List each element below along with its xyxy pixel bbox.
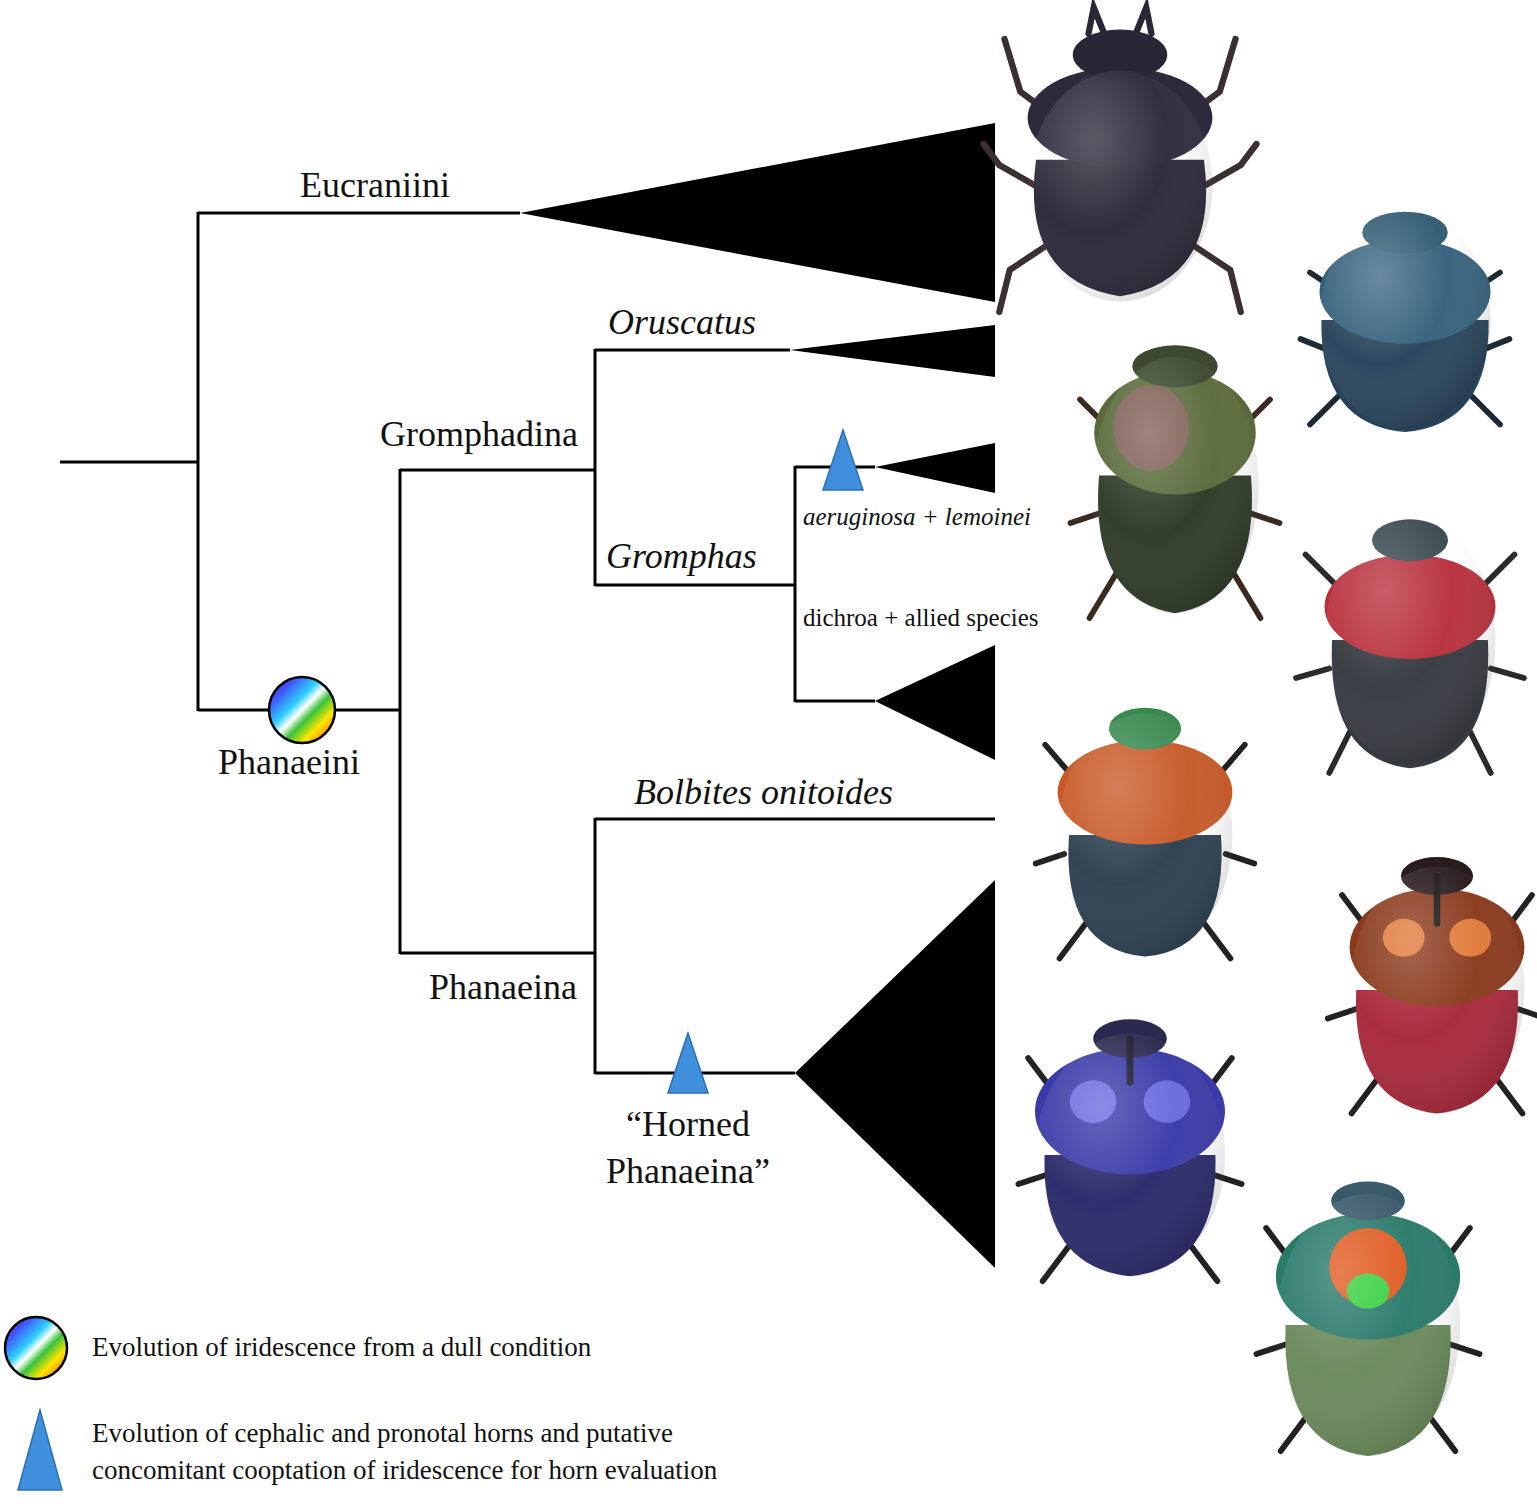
legend-text: Evolution of iridescence from a dull con… [92,1332,591,1363]
tree-branches [60,212,995,1074]
clade-label: Oruscatus [608,302,756,343]
beetle-photos [984,8,1537,1456]
legend-symbols [5,1317,67,1490]
iridescence-marker [269,677,335,743]
clade-label: dichroa + allied species [803,604,1039,633]
clade-label: Bolbites onitoides [634,772,893,813]
clade-label: Eucraniini [300,165,450,206]
clade-label: Gromphadina [380,414,578,455]
clade-label: Phanaeina [429,967,577,1008]
clade-label: aeruginosa + lemoinei [803,503,1031,532]
clade-label: Phanaeini [218,742,360,783]
clade-label: “Horned Phanaeina” [578,1101,798,1195]
clade-triangles [520,123,995,1268]
clade-label: Gromphas [606,536,757,577]
legend-text: Evolution of cephalic and pronotal horns… [92,1415,812,1489]
